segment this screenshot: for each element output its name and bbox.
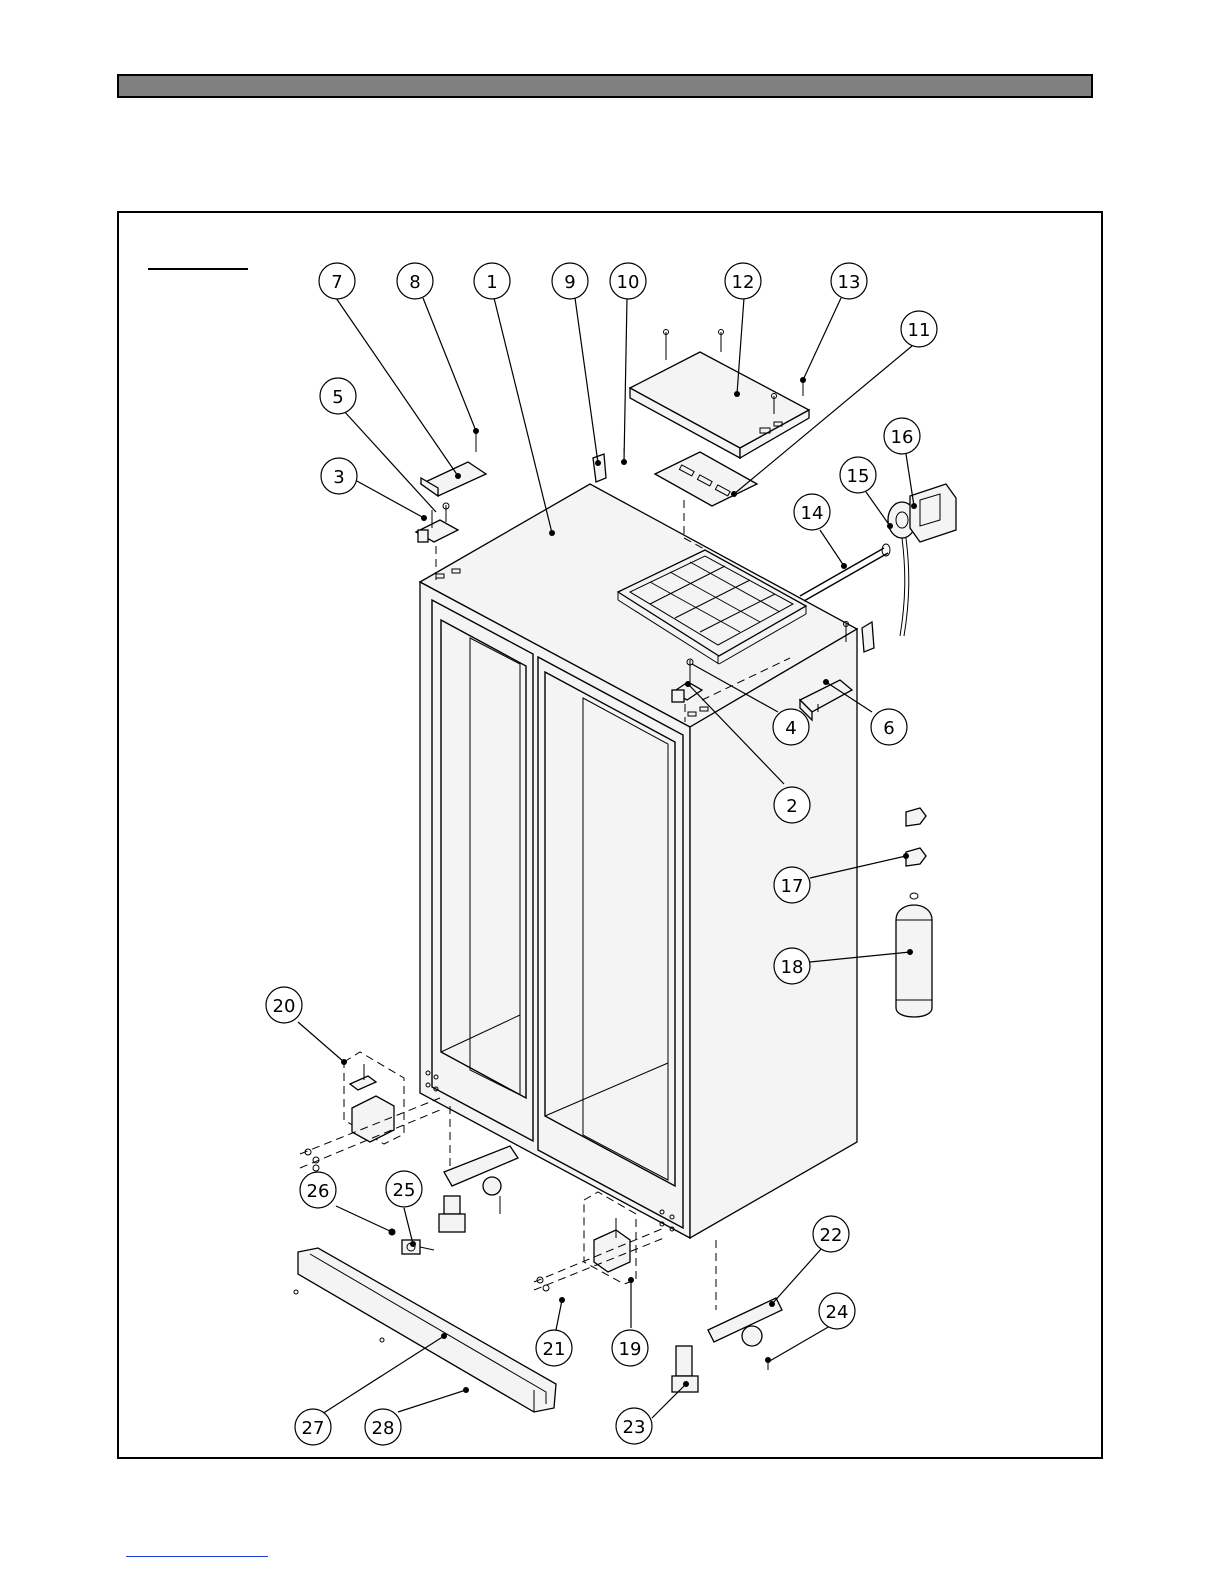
- callout-10: 10: [610, 263, 646, 299]
- callout-number: 25: [393, 1180, 416, 1201]
- callout-27: 27: [295, 1409, 331, 1445]
- callout-7: 7: [319, 263, 355, 299]
- callout-number: 18: [781, 957, 804, 978]
- callout-number: 17: [781, 876, 804, 897]
- roller-part-25: [402, 1240, 434, 1254]
- bottom-hinge-left: [300, 1052, 440, 1171]
- callout-1: 1: [474, 263, 510, 299]
- callout-4: 4: [773, 709, 809, 745]
- clips-part-17: [906, 808, 926, 866]
- callout-12: 12: [725, 263, 761, 299]
- callout-21: 21: [536, 1330, 572, 1366]
- callout-24: 24: [819, 1293, 855, 1329]
- callout-13: 13: [831, 263, 867, 299]
- callout-number: 5: [332, 387, 343, 408]
- callout-number: 4: [785, 718, 796, 739]
- callout-number: 8: [409, 272, 420, 293]
- callout-20: 20: [266, 987, 302, 1023]
- callout-11: 11: [901, 311, 937, 347]
- callout-2: 2: [774, 787, 810, 823]
- bracket-part-16: [910, 484, 956, 542]
- callout-number: 22: [820, 1225, 843, 1246]
- callout-number: 16: [891, 427, 914, 448]
- callout-number: 23: [623, 1417, 646, 1438]
- cover-part-12: [630, 352, 809, 458]
- callout-16: 16: [884, 418, 920, 454]
- callout-9: 9: [552, 263, 588, 299]
- callout-17: 17: [774, 867, 810, 903]
- callout-number: 19: [619, 1339, 642, 1360]
- callout-number: 24: [826, 1302, 849, 1323]
- callout-28: 28: [365, 1409, 401, 1445]
- callout-number: 26: [307, 1181, 330, 1202]
- callout-26: 26: [300, 1172, 336, 1208]
- callout-number: 28: [372, 1418, 395, 1439]
- callout-5: 5: [320, 378, 356, 414]
- callout-number: 6: [883, 718, 894, 739]
- callout-number: 14: [801, 503, 824, 524]
- callout-number: 7: [331, 272, 342, 293]
- callout-3: 3: [321, 458, 357, 494]
- callout-15: 15: [840, 457, 876, 493]
- callout-6: 6: [871, 709, 907, 745]
- callout-19: 19: [612, 1330, 648, 1366]
- callout-25: 25: [386, 1171, 422, 1207]
- callout-8: 8: [397, 263, 433, 299]
- callout-number: 27: [302, 1418, 325, 1439]
- leveling-leg-right: [672, 1240, 782, 1392]
- callout-number: 12: [732, 272, 755, 293]
- callout-22: 22: [813, 1216, 849, 1252]
- filter-part-18: [896, 893, 932, 1017]
- callout-number: 3: [333, 467, 344, 488]
- base-grille-part-27: [294, 1248, 556, 1412]
- callout-18: 18: [774, 948, 810, 984]
- callout-number: 21: [543, 1339, 566, 1360]
- callout-number: 10: [617, 272, 640, 293]
- callout-23: 23: [616, 1408, 652, 1444]
- shaft-part-14: [800, 544, 890, 601]
- callout-number: 13: [838, 272, 861, 293]
- callout-14: 14: [794, 494, 830, 530]
- callout-number: 11: [908, 320, 931, 341]
- callout-number: 9: [564, 272, 575, 293]
- callout-number: 20: [273, 996, 296, 1017]
- callout-number: 2: [786, 796, 797, 817]
- callout-number: 1: [486, 272, 497, 293]
- callout-number: 15: [847, 466, 870, 487]
